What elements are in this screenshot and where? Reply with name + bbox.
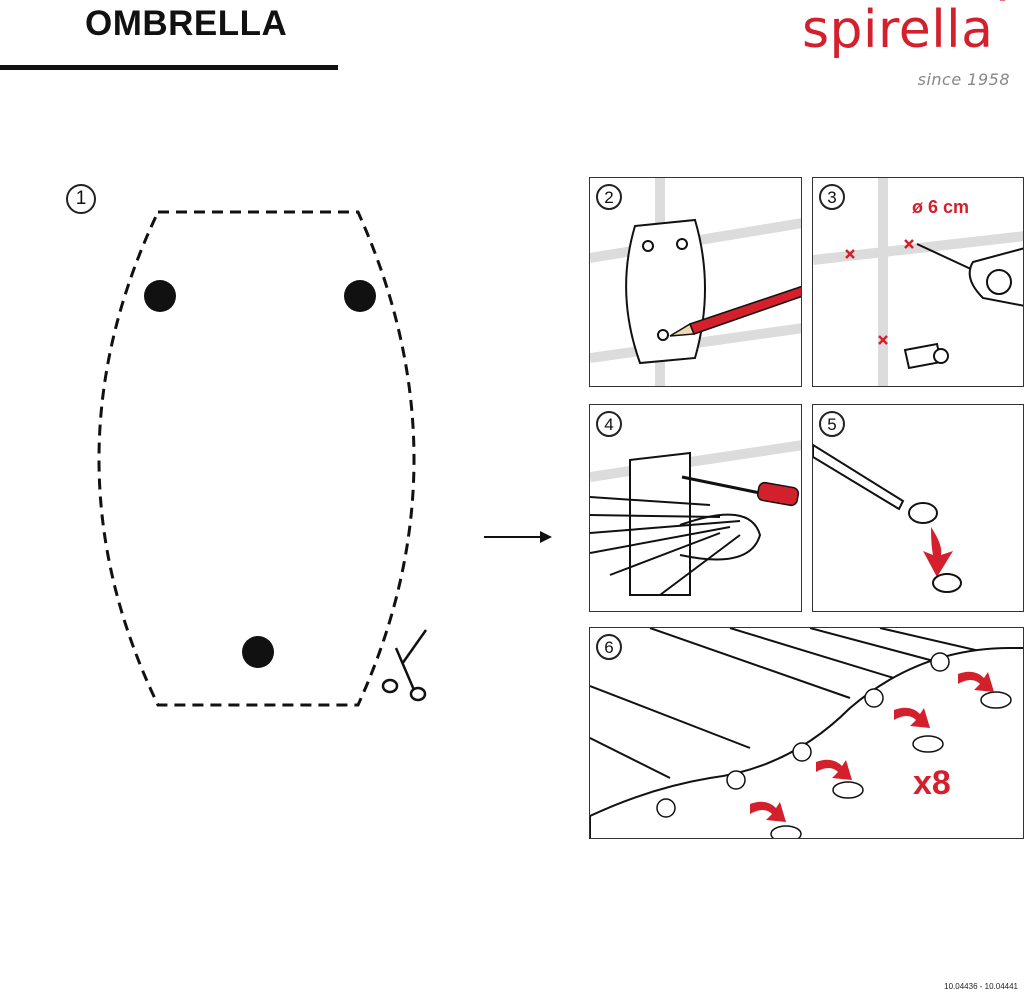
arrow-icon [923,527,953,577]
step-2-number: 2 [596,184,622,210]
pencil-icon [669,285,801,337]
title-underline [0,65,338,70]
end-cap-icon [932,573,962,593]
mounting-hole [144,280,176,312]
step-4-number: 4 [596,411,622,437]
marking-illustration [590,178,801,386]
product-codes: 10.04436 - 10.04441 [944,982,1018,991]
mounting-hole [344,280,376,312]
screwdriver-icon [681,475,800,507]
step-5-number: 5 [819,411,845,437]
brand-tagline: since 1958 [917,70,1010,89]
brand-logo: spirella® [802,0,1010,60]
insert-pin-illustration [813,443,962,593]
drill-depth-label: ø 6 cm [912,197,970,217]
screwing-illustration [590,440,801,596]
template-outline [97,210,416,707]
drill-icon [916,243,1023,307]
step-6-panel: 6 x8 [589,627,1024,839]
step-4-panel: 4 [589,404,802,612]
quantity-label: x8 [913,764,951,802]
attach-curtain-illustration [590,628,1023,838]
step-2-panel: 2 [589,177,802,387]
step-1-number: 1 [66,184,96,214]
next-arrow [484,531,552,543]
curtain-icon [590,647,1023,838]
mounting-hole [242,636,274,668]
scissors-icon [381,629,428,702]
drilling-template [97,210,428,707]
drilling-illustration [813,178,1023,386]
product-title: OMBRELLA [85,4,288,43]
holder-plate [625,218,706,365]
arrow-icon [750,671,994,822]
registered-mark: ® [996,0,1011,5]
step-5-panel: 5 [812,404,1024,612]
brand-name: spirella [801,0,994,60]
step-6-number: 6 [596,634,622,660]
mark-cross [845,239,914,345]
step-3-number: 3 [819,184,845,210]
wall-plug-icon [903,342,949,370]
step-3-panel: 3 ø 6 cm [812,177,1024,387]
